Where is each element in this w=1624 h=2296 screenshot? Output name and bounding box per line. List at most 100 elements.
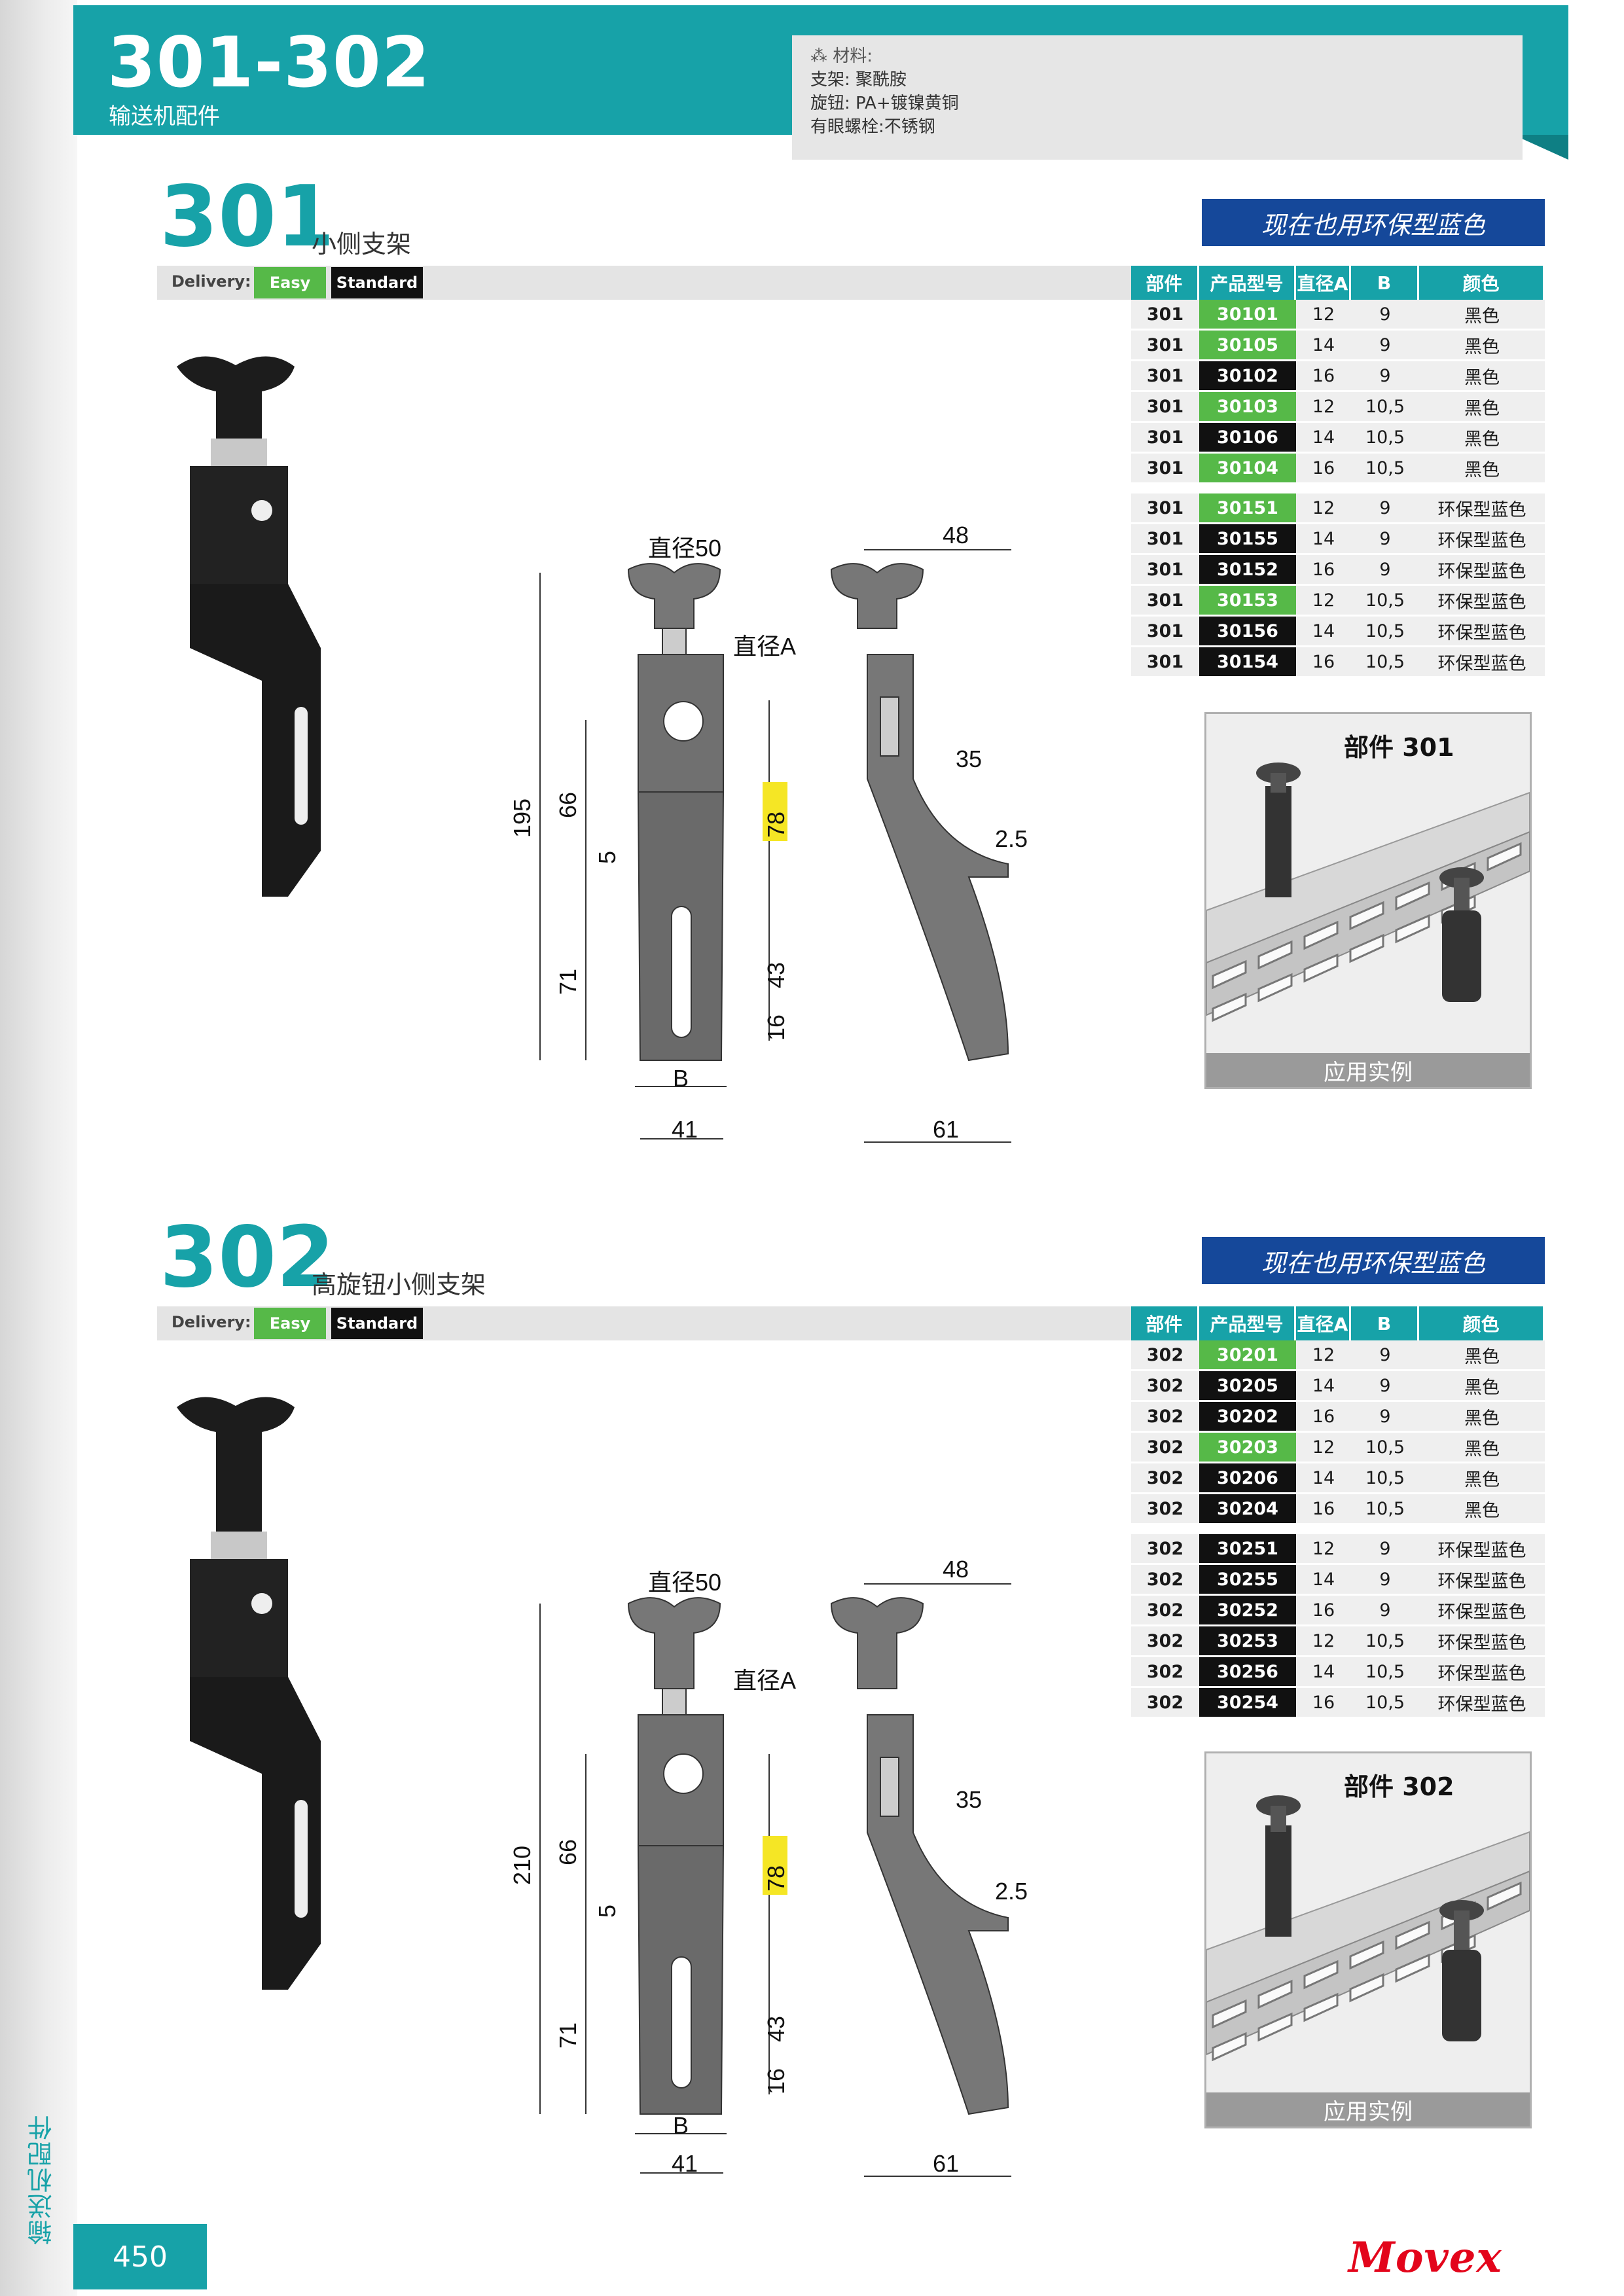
cell-color: 黑色: [1419, 1371, 1545, 1402]
conveyor-illustration: [1206, 1753, 1530, 2094]
col-header-code: 产品型号: [1199, 1306, 1296, 1340]
application-caption: 应用实例: [1206, 2092, 1530, 2126]
cell-b: 10,5: [1351, 1494, 1419, 1525]
cell-b: 10,5: [1351, 1657, 1419, 1688]
cell-diameter-a: 16: [1296, 555, 1351, 586]
dim-43: 43: [763, 962, 789, 988]
cell-diameter-a: 16: [1296, 454, 1351, 484]
application-caption: 应用实例: [1206, 1053, 1530, 1087]
eco-banner: 现在也用环保型蓝色: [1202, 199, 1545, 246]
side-strip: [0, 0, 77, 2296]
cell-diameter-a: 14: [1296, 331, 1351, 361]
cell-code: 30156: [1199, 617, 1296, 647]
cell-b: 10,5: [1351, 454, 1419, 484]
cell-b: 10,5: [1351, 423, 1419, 454]
cell-diameter-a: 12: [1296, 1626, 1351, 1657]
cell-b: 9: [1351, 1402, 1419, 1433]
bracket-301-photo: [177, 356, 321, 897]
dim-78: 78: [763, 812, 789, 838]
col-header-dia: 直径A: [1296, 266, 1351, 300]
col-header-color: 颜色: [1419, 266, 1545, 300]
page-subtitle: 输送机配件: [109, 103, 220, 130]
cell-code: 30101: [1199, 300, 1296, 331]
cell-part: 301: [1131, 331, 1199, 361]
page-number: 450: [73, 2224, 207, 2289]
cell-part: 301: [1131, 423, 1199, 454]
bracket-302-photo: [177, 1397, 321, 1990]
dim-height-total: 195: [511, 798, 535, 838]
cell-color: 黑色: [1419, 423, 1545, 454]
dim-2-5: 2.5: [995, 825, 1028, 852]
cell-code: 30255: [1199, 1565, 1296, 1596]
cell-color: 环保型蓝色: [1419, 617, 1545, 647]
cell-part: 301: [1131, 392, 1199, 423]
col-header-color: 颜色: [1419, 1306, 1545, 1340]
cell-diameter-a: 16: [1296, 647, 1351, 678]
cell-code: 30251: [1199, 1534, 1296, 1565]
application-title: 部件 302: [1344, 1772, 1454, 1801]
cell-part: 301: [1131, 493, 1199, 524]
cell-diameter-a: 12: [1296, 1534, 1351, 1565]
cell-part: 302: [1131, 1433, 1199, 1463]
cell-code: 30254: [1199, 1688, 1296, 1719]
cell-diameter-a: 16: [1296, 361, 1351, 392]
cell-color: 黑色: [1419, 1494, 1545, 1525]
dim-16: 16: [763, 1014, 789, 1041]
cell-diameter-a: 14: [1296, 1657, 1351, 1688]
cell-color: 环保型蓝色: [1419, 1657, 1545, 1688]
cell-color: 环保型蓝色: [1419, 1596, 1545, 1626]
cell-b: 9: [1351, 1534, 1419, 1565]
cell-b: 10,5: [1351, 1688, 1419, 1719]
cell-part: 301: [1131, 617, 1199, 647]
cell-color: 黑色: [1419, 1402, 1545, 1433]
cell-diameter-a: 14: [1296, 1371, 1351, 1402]
cell-diameter-a: 12: [1296, 392, 1351, 423]
cell-part: 301: [1131, 300, 1199, 331]
cell-color: 黑色: [1419, 331, 1545, 361]
cell-b: 9: [1351, 1565, 1419, 1596]
cell-part: 302: [1131, 1463, 1199, 1494]
cell-color: 环保型蓝色: [1419, 647, 1545, 678]
cell-diameter-a: 12: [1296, 1340, 1351, 1371]
cell-code: 30106: [1199, 423, 1296, 454]
cell-diameter-a: 16: [1296, 1596, 1351, 1626]
cell-b: 9: [1351, 555, 1419, 586]
dim-dA: 直径A: [733, 1667, 796, 1694]
section-name: 小侧支架: [312, 230, 412, 259]
cell-diameter-a: 12: [1296, 1433, 1351, 1463]
col-header-code: 产品型号: [1199, 266, 1296, 300]
header-corner: [1513, 135, 1568, 160]
cell-color: 环保型蓝色: [1419, 493, 1545, 524]
dim-43: 43: [763, 2016, 789, 2042]
cell-diameter-a: 14: [1296, 423, 1351, 454]
cell-part: 301: [1131, 586, 1199, 617]
cell-b: 10,5: [1351, 1433, 1419, 1463]
dim-35: 35: [956, 1786, 982, 1813]
cell-b: 9: [1351, 1340, 1419, 1371]
dim-66: 66: [554, 792, 581, 818]
cell-part: 301: [1131, 454, 1199, 484]
cell-part: 302: [1131, 1534, 1199, 1565]
cell-part: 302: [1131, 1596, 1199, 1626]
page-title: 301-302: [107, 22, 431, 103]
cell-color: 黑色: [1419, 1433, 1545, 1463]
cell-b: 9: [1351, 331, 1419, 361]
cell-b: 9: [1351, 493, 1419, 524]
delivery-easy-chip: Easy: [254, 267, 326, 298]
cell-color: 环保型蓝色: [1419, 1565, 1545, 1596]
cell-color: 黑色: [1419, 361, 1545, 392]
col-header-dia: 直径A: [1296, 1306, 1351, 1340]
dim-dA: 直径A: [733, 633, 796, 660]
cell-diameter-a: 16: [1296, 1494, 1351, 1525]
materials-heading: ⁂ 材料:: [810, 46, 873, 66]
